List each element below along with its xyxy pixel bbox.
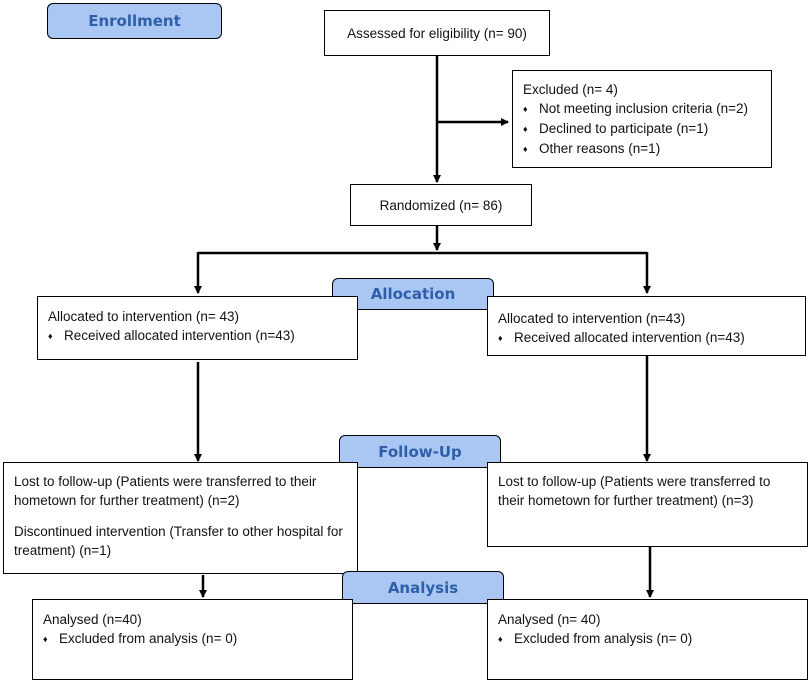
bullet-icon: ♦ <box>523 144 528 154</box>
analysis-left-box: Analysed (n=40) ♦Excluded from analysis … <box>32 599 353 680</box>
analysis-right-item: ♦Excluded from analysis (n= 0) <box>498 629 797 649</box>
bullet-icon: ♦ <box>523 124 528 134</box>
allocation-left-box: Allocated to intervention (n= 43) ♦Recei… <box>37 296 358 360</box>
assessed-box: Assessed for eligibility (n= 90) <box>324 10 550 56</box>
stage-analysis: Analysis <box>342 571 504 604</box>
followup-left-lost: Lost to follow-up (Patients were transfe… <box>14 474 317 508</box>
excluded-box: Excluded (n= 4) ♦Not meeting inclusion c… <box>512 70 772 168</box>
randomized-text: Randomized (n= 86) <box>379 197 503 213</box>
bullet-icon: ♦ <box>48 331 53 341</box>
followup-right-lost: Lost to follow-up (Patients were transfe… <box>498 474 771 508</box>
randomized-box: Randomized (n= 86) <box>350 184 532 226</box>
followup-right-box: Lost to follow-up (Patients were transfe… <box>487 462 808 547</box>
allocation-left-title: Allocated to intervention (n= 43) <box>48 309 239 324</box>
analysis-left-title: Analysed (n=40) <box>43 612 142 627</box>
stage-follow-up: Follow-Up <box>339 435 501 468</box>
followup-left-box: Lost to follow-up (Patients were transfe… <box>3 462 358 574</box>
bullet-icon: ♦ <box>498 333 503 343</box>
allocation-right-item: ♦Received allocated intervention (n=43) <box>498 328 795 348</box>
allocation-left-item: ♦Received allocated intervention (n=43) <box>48 326 347 346</box>
analysis-right-title: Analysed (n= 40) <box>498 612 601 627</box>
assessed-text: Assessed for eligibility (n= 90) <box>347 25 527 41</box>
excluded-item: ♦Not meeting inclusion criteria (n=2) <box>523 99 761 119</box>
followup-left-discontinued: Discontinued intervention (Transfer to o… <box>14 524 343 558</box>
analysis-right-box: Analysed (n= 40) ♦Excluded from analysis… <box>487 599 808 680</box>
bullet-icon: ♦ <box>43 634 48 644</box>
bullet-icon: ♦ <box>498 634 503 644</box>
excluded-title: Excluded (n= 4) <box>523 82 618 97</box>
allocation-right-box: Allocated to intervention (n=43) ♦Receiv… <box>487 296 806 356</box>
analysis-left-item: ♦Excluded from analysis (n= 0) <box>43 629 342 649</box>
bullet-icon: ♦ <box>523 104 528 114</box>
excluded-item: ♦Declined to participate (n=1) <box>523 119 761 139</box>
excluded-item: ♦Other reasons (n=1) <box>523 139 761 159</box>
allocation-right-title: Allocated to intervention (n=43) <box>498 311 686 326</box>
stage-allocation: Allocation <box>332 278 494 310</box>
stage-enrollment: Enrollment <box>47 3 222 39</box>
